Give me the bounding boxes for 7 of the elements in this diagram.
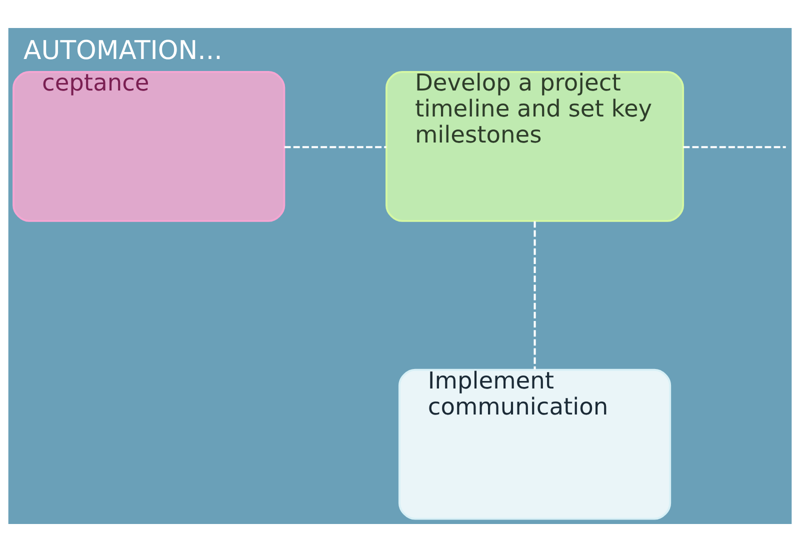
connector	[534, 221, 536, 370]
connector	[284, 146, 386, 148]
node-box: Implement communication	[398, 368, 672, 520]
diagram-title: AUTOMATION...	[24, 36, 222, 66]
connector	[683, 146, 786, 148]
node-box: ceptance	[12, 71, 286, 222]
node-box: Develop a project timeline and set key milestones	[386, 71, 684, 222]
